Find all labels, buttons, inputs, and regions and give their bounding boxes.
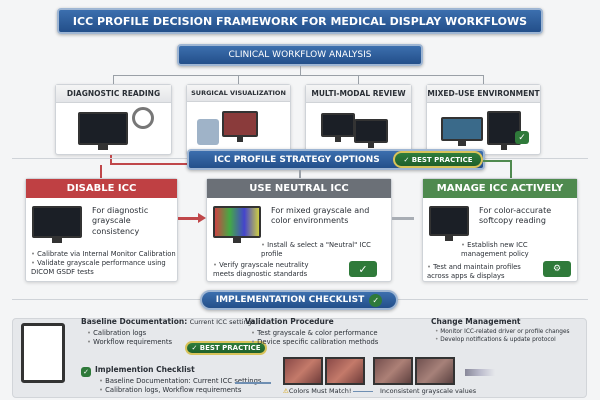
impl-title: Implemention Checklist	[95, 365, 195, 374]
surgical-image-thumb	[373, 357, 413, 385]
option-desc: For diagnostic grayscale consistency	[92, 206, 149, 236]
checklist-header: IMPLEMENTATION CHECKLIST ✓	[200, 290, 398, 310]
warning-icon: ⚠	[283, 387, 289, 395]
change-bullet: Develop notifications & update protocol	[435, 337, 570, 345]
strategy-title: ICC PROFILE STRATEGY OPTIONS	[214, 154, 380, 165]
check-icon: ✓	[81, 367, 91, 377]
workflow-header: CLINICAL WORKFLOW ANALYSIS	[177, 44, 423, 66]
workflow-card-surgical: SURGICAL VISUALIZATION	[186, 84, 291, 155]
baseline-suffix: Current ICC settings,	[189, 318, 258, 326]
best-practice-badge: ✓ BEST PRACTICE	[393, 151, 483, 168]
option-bullet: Calibrate via Internal Monitor Calibrati…	[31, 250, 177, 259]
option-title: DISABLE ICC	[26, 179, 177, 198]
check-icon: ✓	[369, 293, 383, 307]
card-label: SURGICAL VISUALIZATION	[187, 85, 290, 102]
impl-bullet: Calibration logs, Workflow requirements	[99, 386, 261, 395]
change-bullet: Monitor ICC-related driver or profile ch…	[435, 329, 569, 337]
monitor-icon	[429, 206, 469, 241]
option-bullet: Test and maintain profiles across apps &…	[427, 263, 523, 281]
option-desc: For color-accurate softcopy reading	[479, 206, 552, 226]
change-title: Change Management	[431, 317, 521, 326]
card-label: MIXED-USE ENVIRONMENT	[427, 85, 540, 103]
magnifier-icon	[132, 107, 154, 129]
checklist-title: IMPLEMENTATION CHECKLIST	[215, 295, 365, 305]
monitor-brain-icon	[78, 112, 128, 150]
option-bullet: Validate grayscale performance using DIC…	[31, 259, 177, 277]
card-label: MULTI-MODAL REVIEW	[306, 85, 411, 103]
check-icon: ✓	[515, 131, 529, 144]
surgical-image-thumb	[415, 357, 455, 385]
checklist-panel: Baseline Documentation: Current ICC sett…	[12, 317, 587, 398]
inconsistent-text: Inconsistent grayscale values	[380, 387, 477, 395]
baseline-bullet: Calibration logs	[87, 329, 172, 338]
option-bullet: Install & select a "Neutral" ICC profile	[261, 241, 389, 259]
surgical-equipment-icon	[222, 111, 258, 142]
warning-text: Colors Must Match!	[288, 387, 352, 395]
baseline-bullet: Workflow requirements	[87, 338, 172, 347]
impl-bullet: Baseline Documentation: Current ICC sett…	[99, 377, 261, 386]
surgical-image-thumb	[325, 357, 365, 385]
workflow-card-diagnostic: DIAGNOSTIC READING	[55, 84, 172, 155]
workflow-card-multimodal: MULTI-MODAL REVIEW	[305, 84, 412, 155]
mixed-monitor-icon	[441, 117, 483, 146]
grayscale-swatch	[465, 369, 495, 376]
validation-bullet: Test grayscale & color performance	[251, 329, 378, 338]
clipboard-icon	[21, 323, 65, 383]
check-button: ✓	[349, 261, 377, 277]
option-title: USE NEUTRAL ICC	[207, 179, 391, 198]
option-neutral-icc: USE NEUTRAL ICC For mixed grayscale and …	[206, 178, 392, 282]
baseline-title: Baseline Documentation:	[81, 317, 188, 326]
workflow-card-mixed: MIXED-USE ENVIRONMENT ✓	[426, 84, 541, 155]
surgical-image-thumb	[283, 357, 323, 385]
multi-monitor-icon	[321, 113, 355, 142]
option-manage-icc: MANAGE ICC ACTIVELY For color-accurate s…	[422, 178, 578, 282]
option-desc: For mixed grayscale and color environmen…	[271, 206, 370, 226]
option-title: MANAGE ICC ACTIVELY	[423, 179, 577, 198]
color-monitor-icon	[213, 206, 261, 243]
option-bullet: Verify grayscale neutrality meets diagno…	[213, 261, 323, 279]
option-disable-icc: DISABLE ICC For diagnostic grayscale con…	[25, 178, 178, 282]
page-title: ICC PROFILE DECISION FRAMEWORK FOR MEDIC…	[57, 8, 543, 34]
card-label: DIAGNOSTIC READING	[56, 85, 171, 103]
validation-bullet: Device specific calibration methods	[251, 338, 378, 347]
best-practice-badge: ✓ BEST PRACTICE	[185, 341, 267, 355]
validation-title: Validation Procedure	[245, 317, 334, 326]
option-bullet: Establish new ICC management policy	[461, 241, 575, 259]
monitor-icon	[32, 206, 82, 243]
settings-icon: ⚙	[543, 261, 571, 277]
